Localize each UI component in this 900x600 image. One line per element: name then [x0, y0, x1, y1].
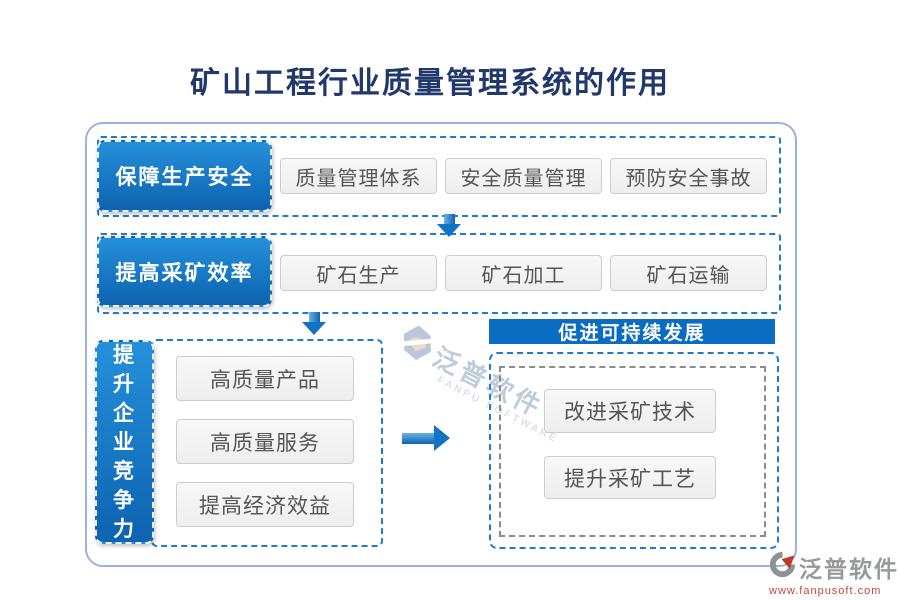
row2-item-ore-processing: 矿石加工: [445, 255, 602, 291]
left-item-high-quality-service: 高质量服务: [176, 419, 354, 464]
fanpu-watermark: 泛普软件 FANPU SOFTWARE: [389, 320, 576, 446]
row2-label: 提高采矿效率: [97, 236, 272, 307]
row1-item-safety-quality: 安全质量管理: [445, 158, 602, 194]
footer-website-text: www.fanpusoft.com: [769, 585, 882, 597]
arrow-down-icon: [437, 214, 461, 237]
arrow-down-icon: [302, 312, 326, 335]
arrow-right-icon: [402, 425, 450, 451]
fanpu-watermark-icon: [392, 320, 440, 370]
fanpu-footer-logo: 泛普软件 www.fanpusoft.com: [769, 550, 899, 597]
right-item-enhance-mining-process: 提升采矿工艺: [544, 456, 716, 499]
left-group-label-text: 提升企业竞争力: [113, 342, 136, 541]
left-group-label: 提升企业竞争力: [95, 340, 154, 544]
left-item-high-quality-products: 高质量产品: [176, 356, 354, 401]
row2-item-ore-transport: 矿石运输: [610, 255, 767, 291]
row1-label: 保障生产安全: [97, 140, 272, 212]
outer-frame: [85, 122, 797, 567]
page-title: 矿山工程行业质量管理系统的作用: [190, 67, 670, 100]
right-group-container: [489, 352, 779, 549]
row2-item-ore-production: 矿石生产: [280, 255, 437, 291]
row1-item-accident-prevention: 预防安全事故: [610, 158, 767, 194]
left-item-economic-benefit: 提高经济效益: [176, 482, 354, 527]
right-group-banner: 促进可持续发展: [489, 319, 775, 344]
right-group-inner-frame: [499, 366, 766, 537]
right-item-improve-mining-tech: 改进采矿技术: [544, 389, 716, 433]
fanpu-logo-icon: [769, 551, 796, 583]
row1-item-quality-system: 质量管理体系: [280, 158, 437, 194]
footer-brand-text: 泛普软件: [799, 557, 899, 582]
